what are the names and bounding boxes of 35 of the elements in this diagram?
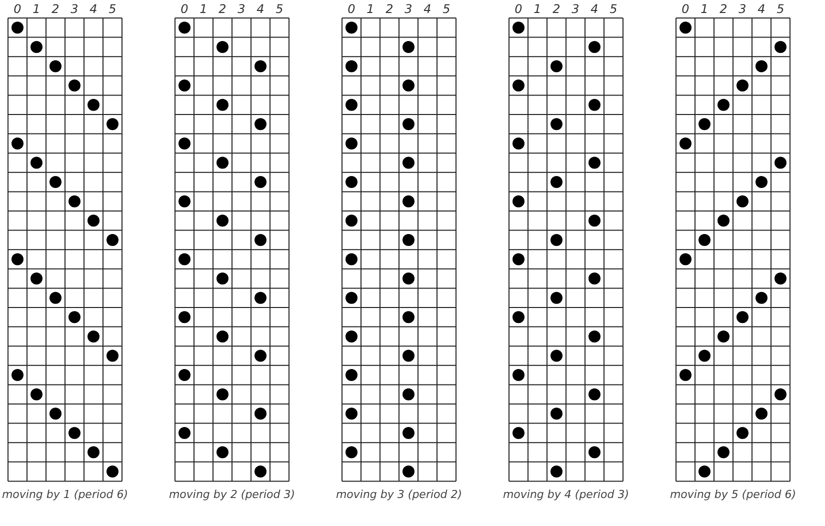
column-number: 2 bbox=[552, 2, 562, 16]
column-number: 5 bbox=[108, 2, 118, 16]
column-number: 4 bbox=[590, 2, 600, 16]
column-number: 4 bbox=[422, 2, 432, 16]
column-number: 0 bbox=[12, 2, 22, 16]
caption: moving by 2 (period 3) bbox=[168, 487, 296, 503]
caption: moving by 5 (period 6) bbox=[668, 487, 798, 503]
column-number: 2 bbox=[384, 2, 394, 16]
column-number: 0 bbox=[514, 2, 524, 16]
column-number: 1 bbox=[532, 2, 542, 16]
column-number: 1 bbox=[700, 2, 710, 16]
column-number: 4 bbox=[88, 2, 98, 16]
column-number: 5 bbox=[776, 2, 786, 16]
column-number: 4 bbox=[756, 2, 766, 16]
caption: moving by 4 (period 3) bbox=[502, 487, 630, 503]
column-number: 1 bbox=[32, 2, 42, 16]
column-number: 1 bbox=[198, 2, 208, 16]
column-number: 2 bbox=[218, 2, 228, 16]
column-number: 4 bbox=[256, 2, 266, 16]
column-number: 0 bbox=[680, 2, 690, 16]
column-number: 2 bbox=[50, 2, 60, 16]
column-number: 0 bbox=[180, 2, 190, 16]
column-number: 5 bbox=[442, 2, 452, 16]
column-number: 5 bbox=[274, 2, 284, 16]
column-number: 3 bbox=[70, 2, 80, 16]
column-number: 2 bbox=[718, 2, 728, 16]
column-number: 0 bbox=[346, 2, 356, 16]
column-number: 3 bbox=[570, 2, 580, 16]
column-number: 3 bbox=[738, 2, 748, 16]
column-number: 5 bbox=[608, 2, 618, 16]
column-number: 3 bbox=[404, 2, 414, 16]
caption: moving by 1 (period 6) bbox=[0, 487, 130, 503]
column-number: 3 bbox=[236, 2, 246, 16]
column-number: 1 bbox=[366, 2, 376, 16]
caption: moving by 3 (period 2) bbox=[334, 487, 464, 503]
